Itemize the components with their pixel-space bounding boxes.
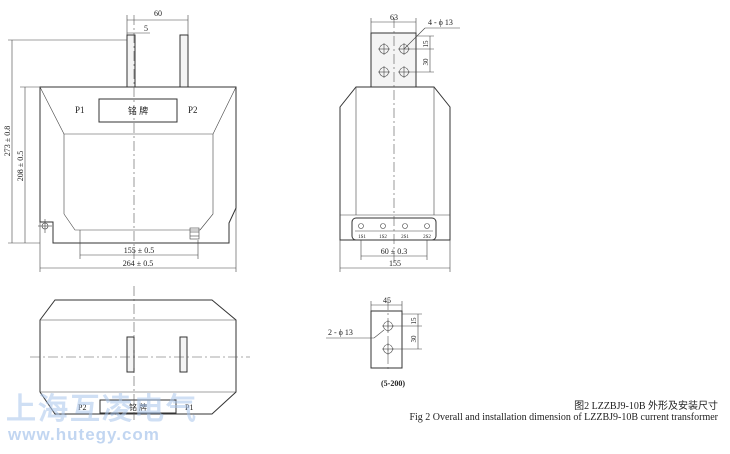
side-terminal-plate	[370, 32, 417, 88]
front-busbar-right	[179, 34, 189, 88]
side-terminal-label-3: 2S1	[401, 235, 409, 240]
caption-chinese: 图2 LZZBJ9-10B 外形及安装尺寸	[574, 401, 718, 412]
watermark-chinese: 上海互凌电气	[6, 393, 198, 426]
front-nameplate	[98, 98, 178, 123]
side-dim-155: 155	[389, 259, 401, 268]
top-outer-body	[39, 299, 237, 415]
side-dim-15: 15	[422, 40, 430, 48]
side-view: 1S1 1S2 2S1 2S2 63 4 - ϕ 13 15 30 60 ± 0…	[339, 13, 460, 272]
top-label-p2: P2	[78, 403, 86, 412]
side-terminal-label-1: 1S1	[358, 235, 366, 240]
front-dim-60: 60	[154, 9, 162, 18]
side-terminal-label-4: 2S2	[423, 235, 431, 240]
front-dim-5: 5	[144, 24, 148, 33]
caption-english: Fig 2 Overall and installation dimension…	[409, 412, 718, 423]
detail-dim-45: 45	[383, 296, 391, 305]
top-nameplate-text: 铭 牌	[129, 402, 147, 412]
side-dim-30: 30	[422, 58, 430, 66]
watermark-url: www.hutegy.com	[8, 425, 160, 444]
top-nameplate	[99, 399, 177, 414]
front-dim-155: 155 ± 0.5	[124, 246, 154, 255]
detail-view: 45 2 - ϕ 13 15 30 (5-200)	[326, 296, 422, 388]
detail-terminal-plate	[370, 310, 403, 369]
side-terminal-screws	[358, 223, 430, 229]
detail-dim-30: 30	[410, 335, 418, 343]
front-dim-208: 208 ± 0.5	[16, 151, 25, 181]
side-dim-60: 60 ± 0.3	[381, 247, 407, 256]
side-body	[339, 86, 451, 241]
top-busbar-left	[126, 336, 135, 373]
front-view: 铭 牌 P1 P2 60 5 273 ± 0.8 208 ± 0.5 1	[3, 9, 237, 272]
side-dim-63: 63	[390, 13, 398, 22]
side-terminal-label-2: 1S2	[379, 235, 387, 240]
front-label-p1: P1	[75, 105, 85, 115]
detail-holes-note: 2 - ϕ 13	[328, 328, 353, 337]
detail-label: (5-200)	[381, 379, 405, 388]
front-dim-264: 264 ± 0.5	[123, 259, 153, 268]
top-view: 铭 牌 P2 P1	[30, 286, 250, 420]
front-nameplate-text: 铭 牌	[128, 105, 148, 116]
side-holes-note: 4 - ϕ 13	[428, 18, 453, 27]
top-busbar-right	[179, 336, 188, 373]
top-label-p1: P1	[185, 403, 193, 412]
front-terminal-box	[189, 227, 200, 240]
front-outer-body	[39, 86, 237, 244]
front-label-p2: P2	[188, 105, 198, 115]
front-dim-273: 273 ± 0.8	[3, 126, 12, 156]
detail-dim-15: 15	[410, 317, 418, 325]
